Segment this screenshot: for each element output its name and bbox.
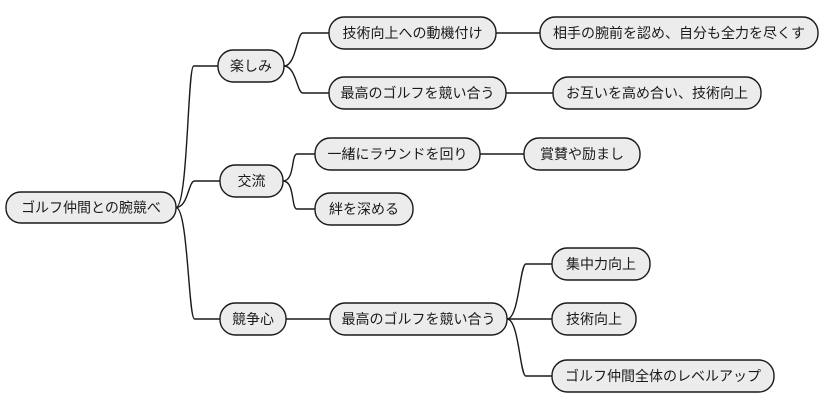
mindmap-node[interactable]: ゴルフ仲間全体のレベルアップ [551, 359, 775, 393]
mindmap-node-label: ゴルフ仲間全体のレベルアップ [565, 368, 761, 385]
mindmap-node[interactable]: お互いを高め合い、技術向上 [552, 76, 762, 110]
mindmap-node-shape[interactable] [551, 302, 637, 336]
mindmap-edge [282, 180, 315, 210]
mindmap-node-label: 一緒にラウンドを回り [328, 147, 468, 163]
edge-layer [175, 32, 553, 377]
mindmap-node-shape[interactable] [5, 191, 177, 224]
mindmap-node[interactable]: 最高のゴルフを競い合う [329, 302, 508, 336]
mindmap-node-shape[interactable] [551, 359, 775, 393]
mindmap-node-shape[interactable] [539, 16, 819, 50]
mindmap-node-label: 交流 [238, 173, 266, 190]
mindmap-node-label: 競争心 [232, 312, 274, 328]
mindmap-node[interactable]: 楽しみ [217, 49, 285, 83]
mindmap-node[interactable]: 集中力向上 [551, 247, 651, 281]
mindmap-node-label: 技術向上への動機付け [343, 26, 483, 42]
mindmap-node[interactable]: ゴルフ仲間との腕競べ [5, 191, 177, 224]
mindmap-node-shape[interactable] [523, 137, 641, 171]
mindmap-node-label: 最高のゴルフを競い合う [341, 85, 495, 102]
mindmap-node[interactable]: 賞賛や励まし [523, 137, 641, 171]
mindmap-edge [175, 65, 218, 209]
mindmap-edge [283, 32, 329, 67]
mindmap-node[interactable]: 交流 [219, 164, 284, 198]
mindmap-node-shape[interactable] [217, 49, 285, 83]
mindmap-node-shape[interactable] [314, 192, 414, 226]
mindmap-node-label: 賞賛や励まし [540, 147, 624, 163]
mindmap-node[interactable]: 絆を深める [314, 192, 414, 226]
mindmap-node-shape[interactable] [329, 302, 508, 336]
mindmap-node-shape[interactable] [552, 76, 762, 110]
mindmap-node-label: 最高のゴルフを競い合う [342, 311, 496, 328]
mindmap-node-shape[interactable] [328, 76, 507, 110]
mindmap-node-shape[interactable] [328, 16, 497, 50]
mindmap-node[interactable]: 最高のゴルフを競い合う [328, 76, 507, 110]
mindmap-node[interactable]: 技術向上への動機付け [328, 16, 497, 50]
mindmap-edge [506, 318, 552, 377]
mindmap-node[interactable]: 相手の腕前を認め、自分も全力を尽くす [539, 16, 819, 50]
mindmap-node-label: 技術向上 [566, 312, 622, 328]
mindmap-node-label: 集中力向上 [566, 256, 636, 273]
mindmap-node-label: 楽しみ [230, 59, 272, 75]
mindmap-node-shape[interactable] [219, 164, 284, 198]
mindmap-node[interactable]: 技術向上 [551, 302, 637, 336]
mindmap-edge [283, 65, 329, 94]
mindmap-node-shape[interactable] [219, 302, 287, 336]
mindmap-node[interactable]: 競争心 [219, 302, 287, 336]
mindmap-node-label: お互いを高め合い、技術向上 [566, 85, 748, 102]
mindmap-node-shape[interactable] [314, 137, 481, 171]
mindmap-node-shape[interactable] [551, 247, 651, 281]
mindmap-node-label: 絆を深める [329, 202, 399, 218]
mindmap-node-label: ゴルフ仲間との腕競べ [21, 200, 161, 217]
mindmap-edge [175, 180, 220, 209]
mindmap-edge [282, 153, 315, 182]
mindmap-node[interactable]: 一緒にラウンドを回り [314, 137, 481, 171]
mindmap-edge [506, 263, 552, 320]
node-layer: ゴルフ仲間との腕競べ 楽しみ 技術向上への動機付け 相手の腕前を認め、自分も全力を尽く… [5, 16, 819, 393]
mindmap-node-label: 相手の腕前を認め、自分も全力を尽くす [553, 25, 805, 42]
mindmap-edge [175, 206, 220, 320]
